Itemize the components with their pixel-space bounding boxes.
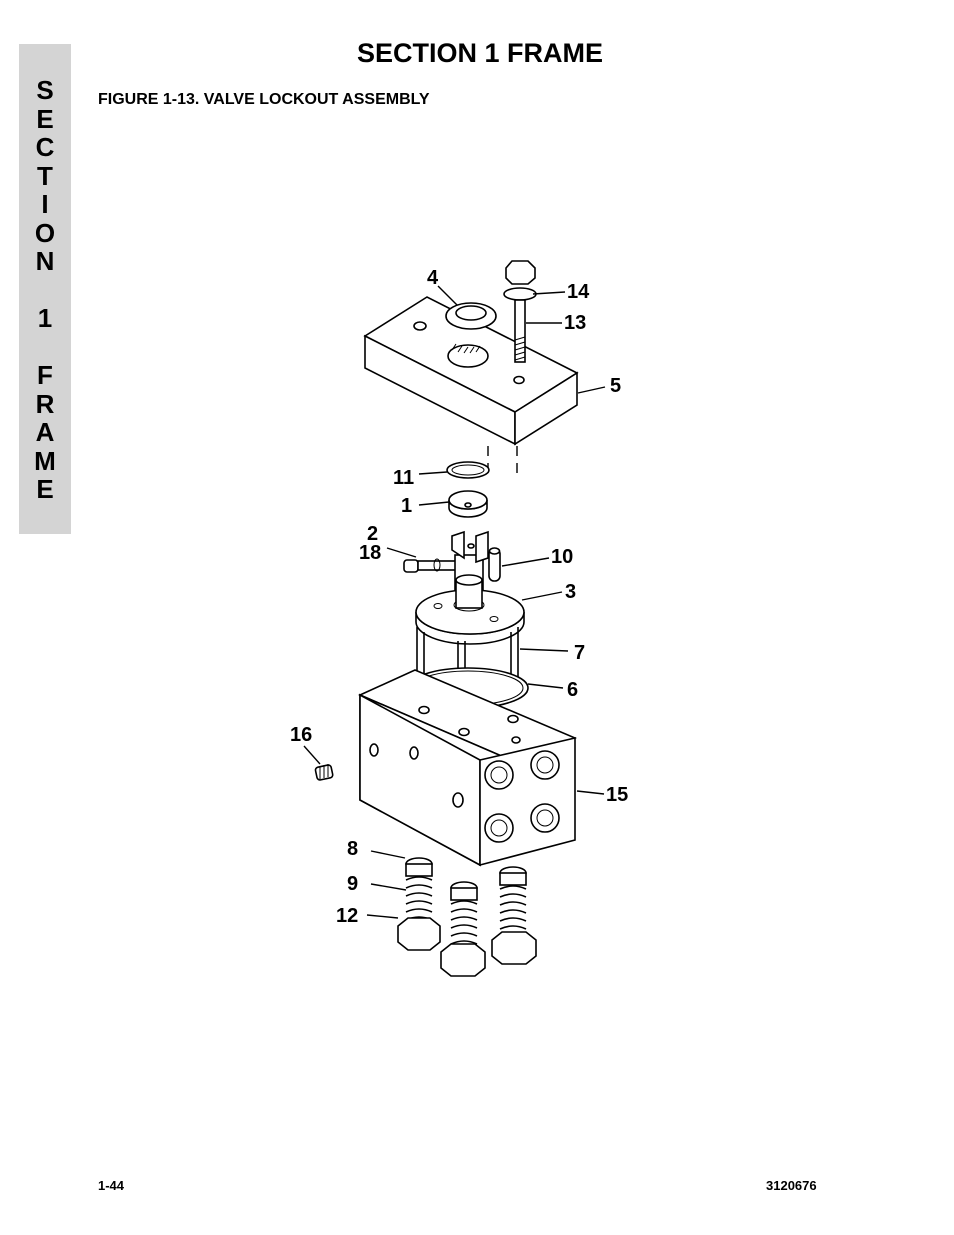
side-tab-letters: S E C T I O N 1 F R A M E xyxy=(19,76,71,504)
figure-title: FIGURE 1-13. VALVE LOCKOUT ASSEMBLY xyxy=(98,91,430,108)
leader-lines xyxy=(303,285,606,919)
side-tab-letter: R xyxy=(35,388,55,419)
callout-10: 10 xyxy=(551,546,573,568)
callout-15: 15 xyxy=(606,784,628,806)
part-15-valve-body xyxy=(358,669,577,867)
side-tab-letter: C xyxy=(35,132,55,162)
part-11-o-ring-inner xyxy=(451,464,485,476)
callout-18: 18 xyxy=(359,542,381,564)
side-tab-letter: T xyxy=(37,160,53,191)
part-4-seal xyxy=(445,302,497,330)
part-11-o-ring xyxy=(446,461,490,479)
document-number: 3120676 xyxy=(766,1178,817,1193)
part-3-7-cage-assembly xyxy=(415,530,525,697)
callout-14: 14 xyxy=(567,281,590,303)
part-10-roll-pin xyxy=(488,547,501,582)
section-title: SECTION 1 FRAME xyxy=(356,38,604,68)
callout-1: 1 xyxy=(401,495,412,517)
callout-16: 16 xyxy=(290,724,312,746)
callout-2: 2 xyxy=(367,523,378,545)
part-8-9-12-plug-assembly-right xyxy=(491,866,537,965)
part-2-18-pin xyxy=(403,558,461,573)
side-tab-letter: 1 xyxy=(37,303,53,333)
side-tab-letter: A xyxy=(35,417,55,447)
part-8-9-12-plug-assembly-center xyxy=(440,881,486,977)
callout-9: 9 xyxy=(347,873,358,895)
side-tab-letter: S xyxy=(36,75,54,105)
callout-4: 4 xyxy=(427,267,439,289)
part-13-14-bolt-washer xyxy=(503,260,537,363)
page-number: 1-44 xyxy=(98,1178,125,1193)
callout-8: 8 xyxy=(347,838,358,860)
callout-6: 6 xyxy=(567,679,578,701)
side-tab-letter: O xyxy=(34,217,56,248)
callout-12: 12 xyxy=(336,905,358,927)
part-1-disc xyxy=(448,490,488,518)
side-tab-letter: N xyxy=(35,246,55,276)
callout-5: 5 xyxy=(610,375,621,397)
callout-7: 7 xyxy=(574,642,585,664)
side-tab-letter: I xyxy=(41,189,49,219)
side-tab-letter: E xyxy=(36,474,54,504)
part-8-9-12-plug-assembly-left xyxy=(397,857,441,951)
side-tab-letter: M xyxy=(34,445,56,476)
part-16-set-screw xyxy=(314,764,334,781)
callout-11: 11 xyxy=(393,467,414,489)
part-5-top-block xyxy=(363,296,579,446)
callout-13: 13 xyxy=(564,312,586,334)
side-tab-letter: E xyxy=(36,103,54,134)
callout-3: 3 xyxy=(565,581,576,603)
side-tab-letter: F xyxy=(37,360,53,390)
section-side-tab: S E C T I O N 1 F R A M E xyxy=(19,44,71,534)
